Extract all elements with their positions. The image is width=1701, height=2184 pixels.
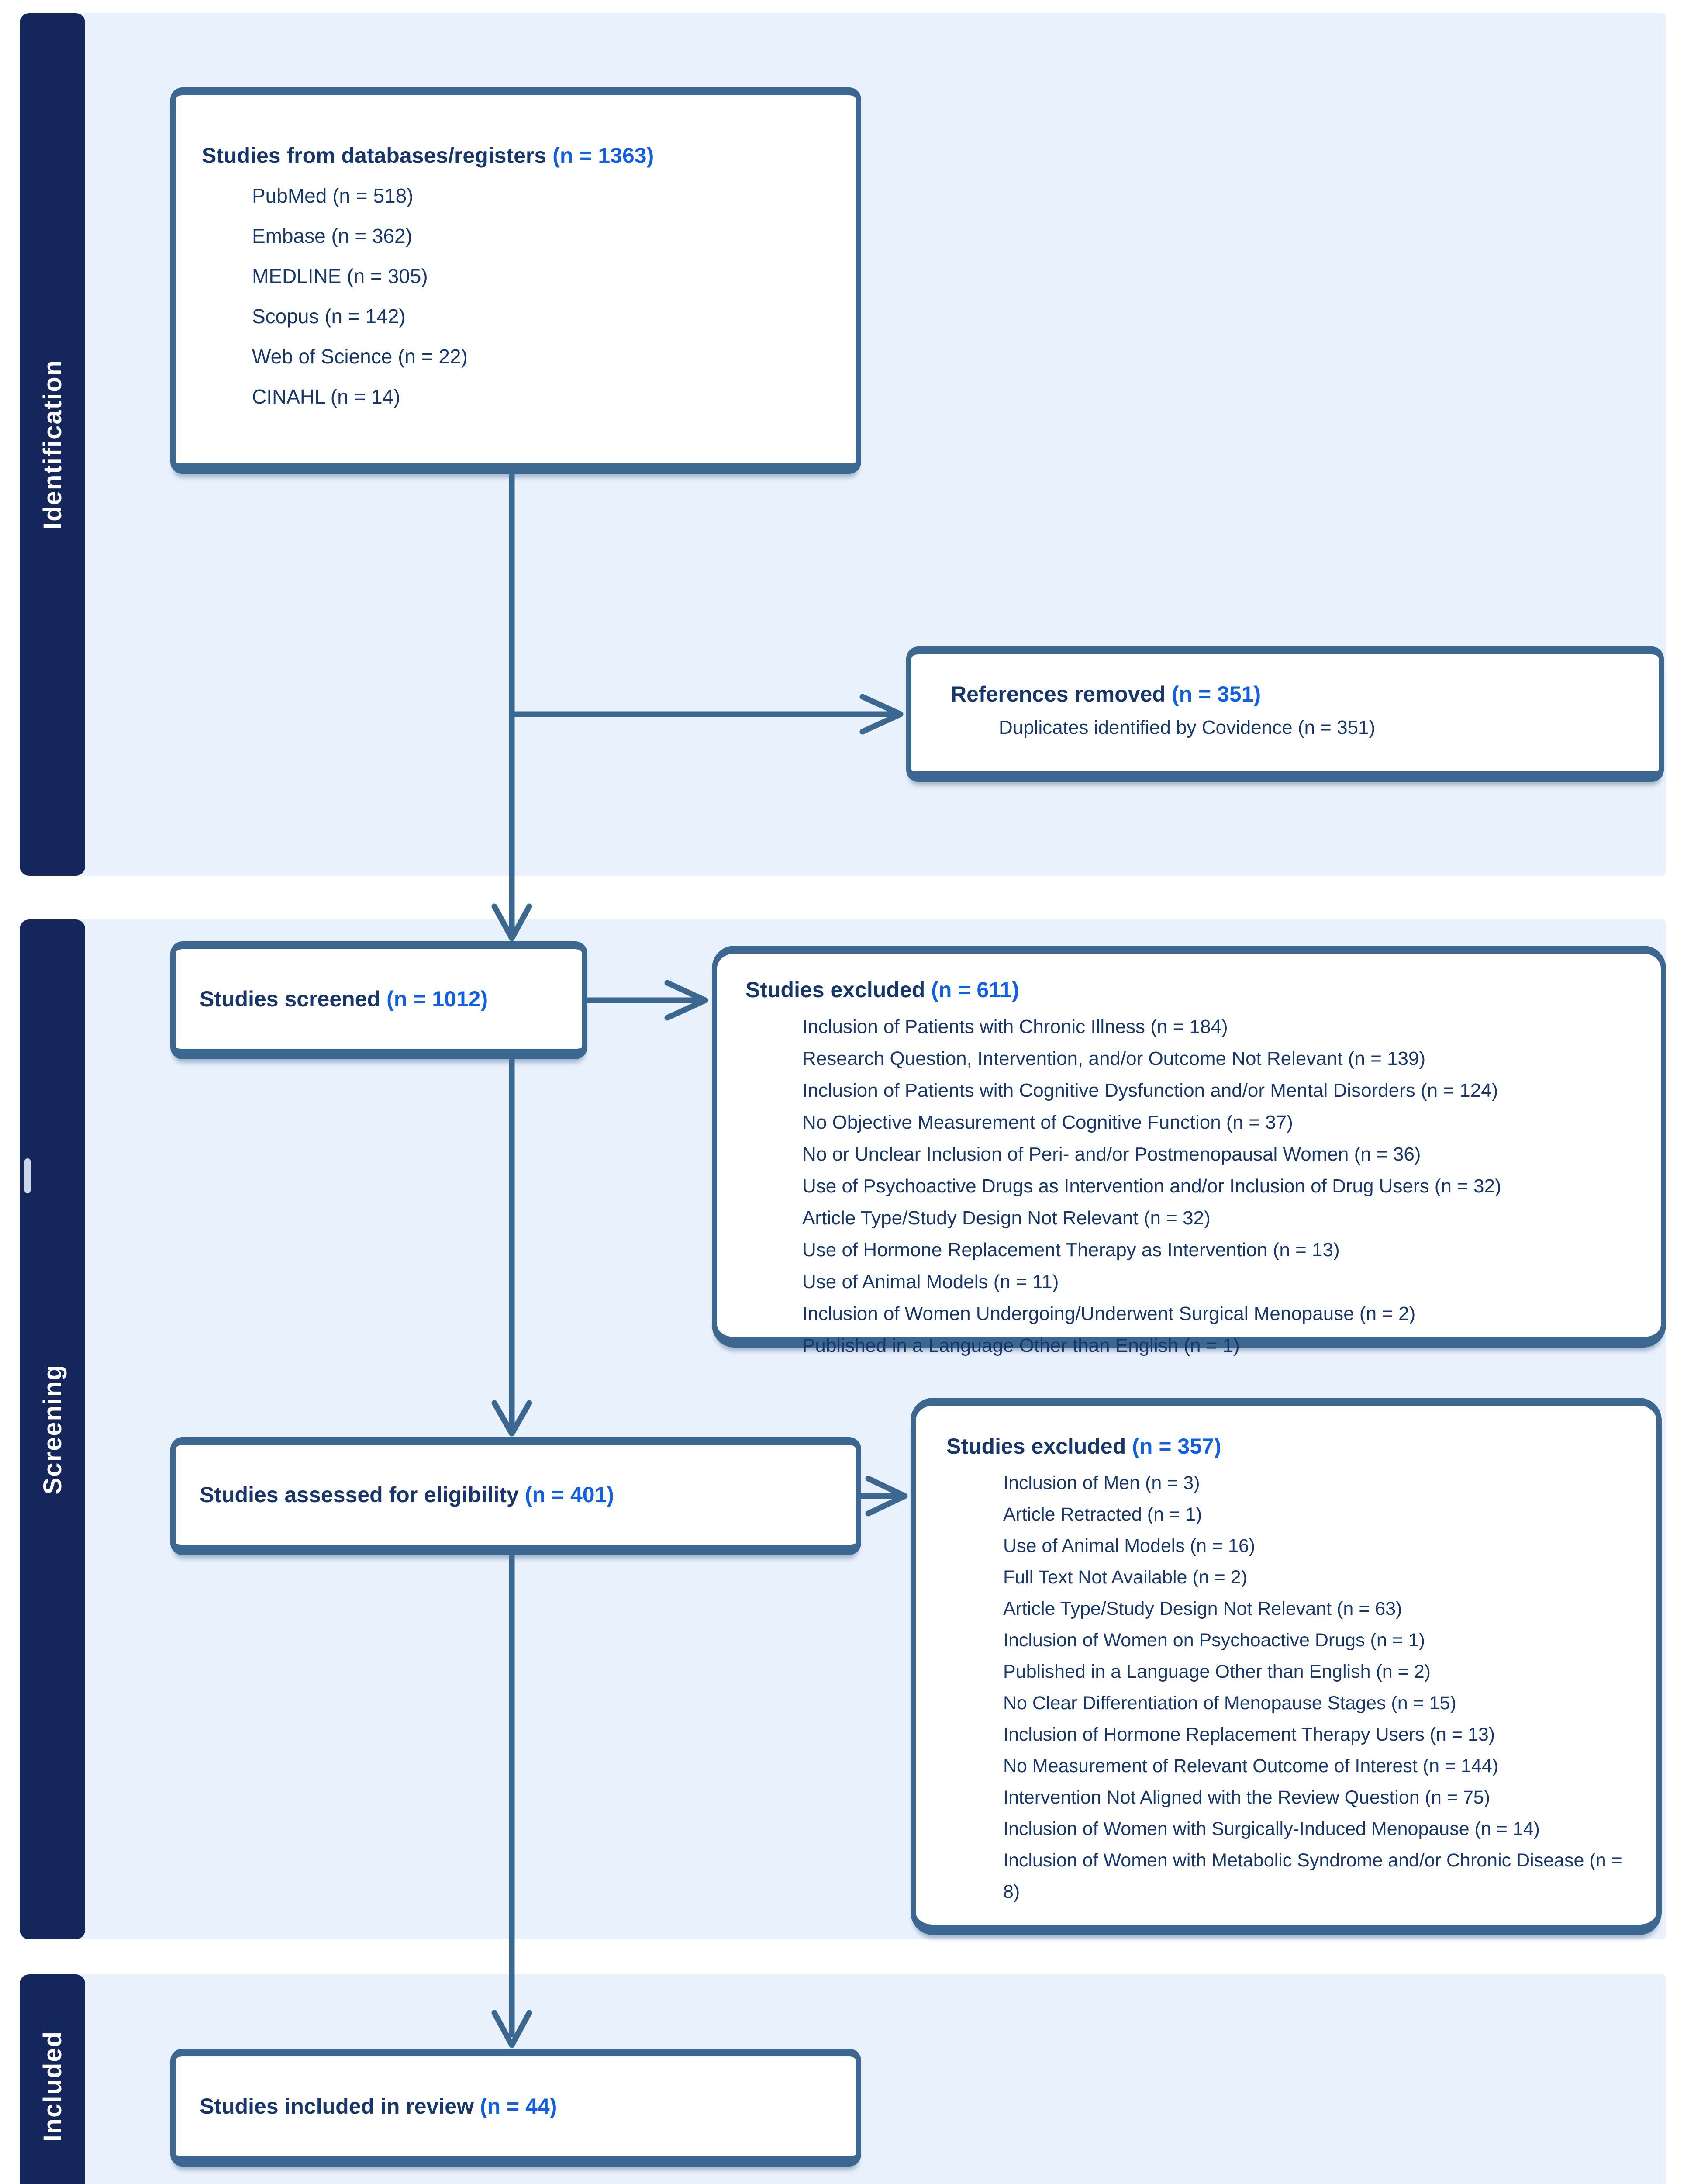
database-list: PubMed (n = 518) Embase (n = 362) MEDLINE … xyxy=(252,176,830,417)
sidebar-screening: Screening xyxy=(20,919,85,1939)
count-badge: (n = 351) xyxy=(1171,681,1261,706)
list-item: Web of Science (n = 22) xyxy=(252,345,468,368)
box-studies-screened: Studies screened(n = 1012) xyxy=(170,941,587,1059)
title-text: Studies excluded xyxy=(745,978,925,1002)
box-title: Studies screened(n = 1012) xyxy=(200,985,562,1013)
box-title: Studies assessed for eligibility(n = 401… xyxy=(200,1481,836,1509)
reason-list: Duplicates identified by Covidence (n = … xyxy=(999,710,1639,745)
sidebar-included: Included xyxy=(20,1974,85,2184)
screening-label: Screening xyxy=(38,1364,67,1495)
title-text: Studies assessed for eligibility xyxy=(200,1482,519,1507)
count-badge: (n = 611) xyxy=(931,978,1019,1002)
box-studies-excluded-eligibility: Studies excluded(n = 357) Inclusion of M… xyxy=(911,1398,1662,1935)
list-item: Article Retracted (n = 1) xyxy=(1003,1503,1202,1525)
list-item: Inclusion of Patients with Chronic Illne… xyxy=(802,1016,1228,1037)
box-title: References removed(n = 351) xyxy=(951,681,1639,708)
list-item: Inclusion of Women with Surgically-Induc… xyxy=(1003,1818,1540,1839)
list-item: Use of Hormone Replacement Therapy as In… xyxy=(802,1239,1340,1261)
title-text: Studies screened xyxy=(200,986,381,1011)
list-item: Article Type/Study Design Not Relevant (… xyxy=(802,1207,1211,1229)
list-item: Inclusion of Women on Psychoactive Drugs… xyxy=(1003,1629,1425,1651)
box-studies-included: Studies included in review(n = 44) xyxy=(170,2049,861,2167)
count-badge: (n = 1012) xyxy=(386,986,488,1011)
count-badge: (n = 357) xyxy=(1132,1434,1221,1458)
list-item: Article Type/Study Design Not Relevant (… xyxy=(1003,1598,1402,1619)
box-references-removed: References removed(n = 351) Duplicates i… xyxy=(906,646,1664,782)
list-item: Research Question, Intervention, and/or … xyxy=(802,1047,1426,1069)
identification-label: Identification xyxy=(38,359,67,529)
list-item: Inclusion of Patients with Cognitive Dys… xyxy=(802,1079,1498,1101)
list-item: Scopus (n = 142) xyxy=(252,304,406,328)
box-title: Studies excluded(n = 611) xyxy=(745,976,1639,1004)
list-item: No or Unclear Inclusion of Peri- and/or … xyxy=(802,1143,1421,1165)
list-item: Full Text Not Available (n = 2) xyxy=(1003,1566,1247,1588)
list-item: Intervention Not Aligned with the Review… xyxy=(1003,1787,1491,1808)
list-item: MEDLINE (n = 305) xyxy=(252,264,428,287)
list-item: Inclusion of Men (n = 3) xyxy=(1003,1472,1200,1493)
title-text: References removed xyxy=(951,681,1166,706)
exclusion-reason-list: Inclusion of Men (n = 3) Article Retracte… xyxy=(1003,1467,1639,1908)
list-item: Embase (n = 362) xyxy=(252,224,412,247)
title-text: Studies excluded xyxy=(946,1434,1126,1458)
list-item: Inclusion of Hormone Replacement Therapy… xyxy=(1003,1724,1495,1745)
exclusion-reason-list: Inclusion of Patients with Chronic Illne… xyxy=(802,1011,1639,1362)
cursor-artifact-mark xyxy=(24,1158,31,1193)
list-item: Use of Animal Models (n = 11) xyxy=(802,1271,1059,1292)
box-title: Studies from databases/registers(n = 136… xyxy=(202,142,830,169)
list-item: PubMed (n = 518) xyxy=(252,184,414,207)
count-badge: (n = 1363) xyxy=(552,143,654,168)
box-studies-excluded-screening: Studies excluded(n = 611) Inclusion of P… xyxy=(712,946,1666,1356)
box-studies-from-databases: Studies from databases/registers(n = 136… xyxy=(170,87,861,474)
sidebar-identification: Identification xyxy=(20,13,85,876)
title-text: Studies included in review xyxy=(200,2094,474,2118)
list-item: Duplicates identified by Covidence (n = … xyxy=(999,717,1376,739)
title-text: Studies from databases/registers xyxy=(202,143,547,168)
list-item: CINAHL (n = 14) xyxy=(252,385,400,408)
list-item: No Measurement of Relevant Outcome of In… xyxy=(1003,1755,1499,1776)
count-badge: (n = 44) xyxy=(480,2094,557,2118)
list-item: Use of Animal Models (n = 16) xyxy=(1003,1535,1256,1556)
box-title: Studies included in review(n = 44) xyxy=(200,2093,836,2120)
box-title: Studies excluded(n = 357) xyxy=(946,1433,1639,1460)
list-item: Published in a Language Other than Engli… xyxy=(802,1334,1240,1356)
list-item: Inclusion of Women Undergoing/Underwent … xyxy=(802,1303,1416,1324)
list-item: Published in a Language Other than Engli… xyxy=(1003,1661,1431,1682)
list-item: No Objective Measurement of Cognitive Fu… xyxy=(802,1111,1293,1133)
list-item: Inclusion of Women with Metabolic Syndro… xyxy=(1003,1849,1622,1902)
included-label: Included xyxy=(38,2030,67,2142)
box-studies-assessed: Studies assessed for eligibility(n = 401… xyxy=(170,1437,861,1555)
list-item: Use of Psychoactive Drugs as Interventio… xyxy=(802,1175,1501,1197)
count-badge: (n = 401) xyxy=(524,1482,614,1507)
list-item: No Clear Differentiation of Menopause St… xyxy=(1003,1692,1456,1714)
